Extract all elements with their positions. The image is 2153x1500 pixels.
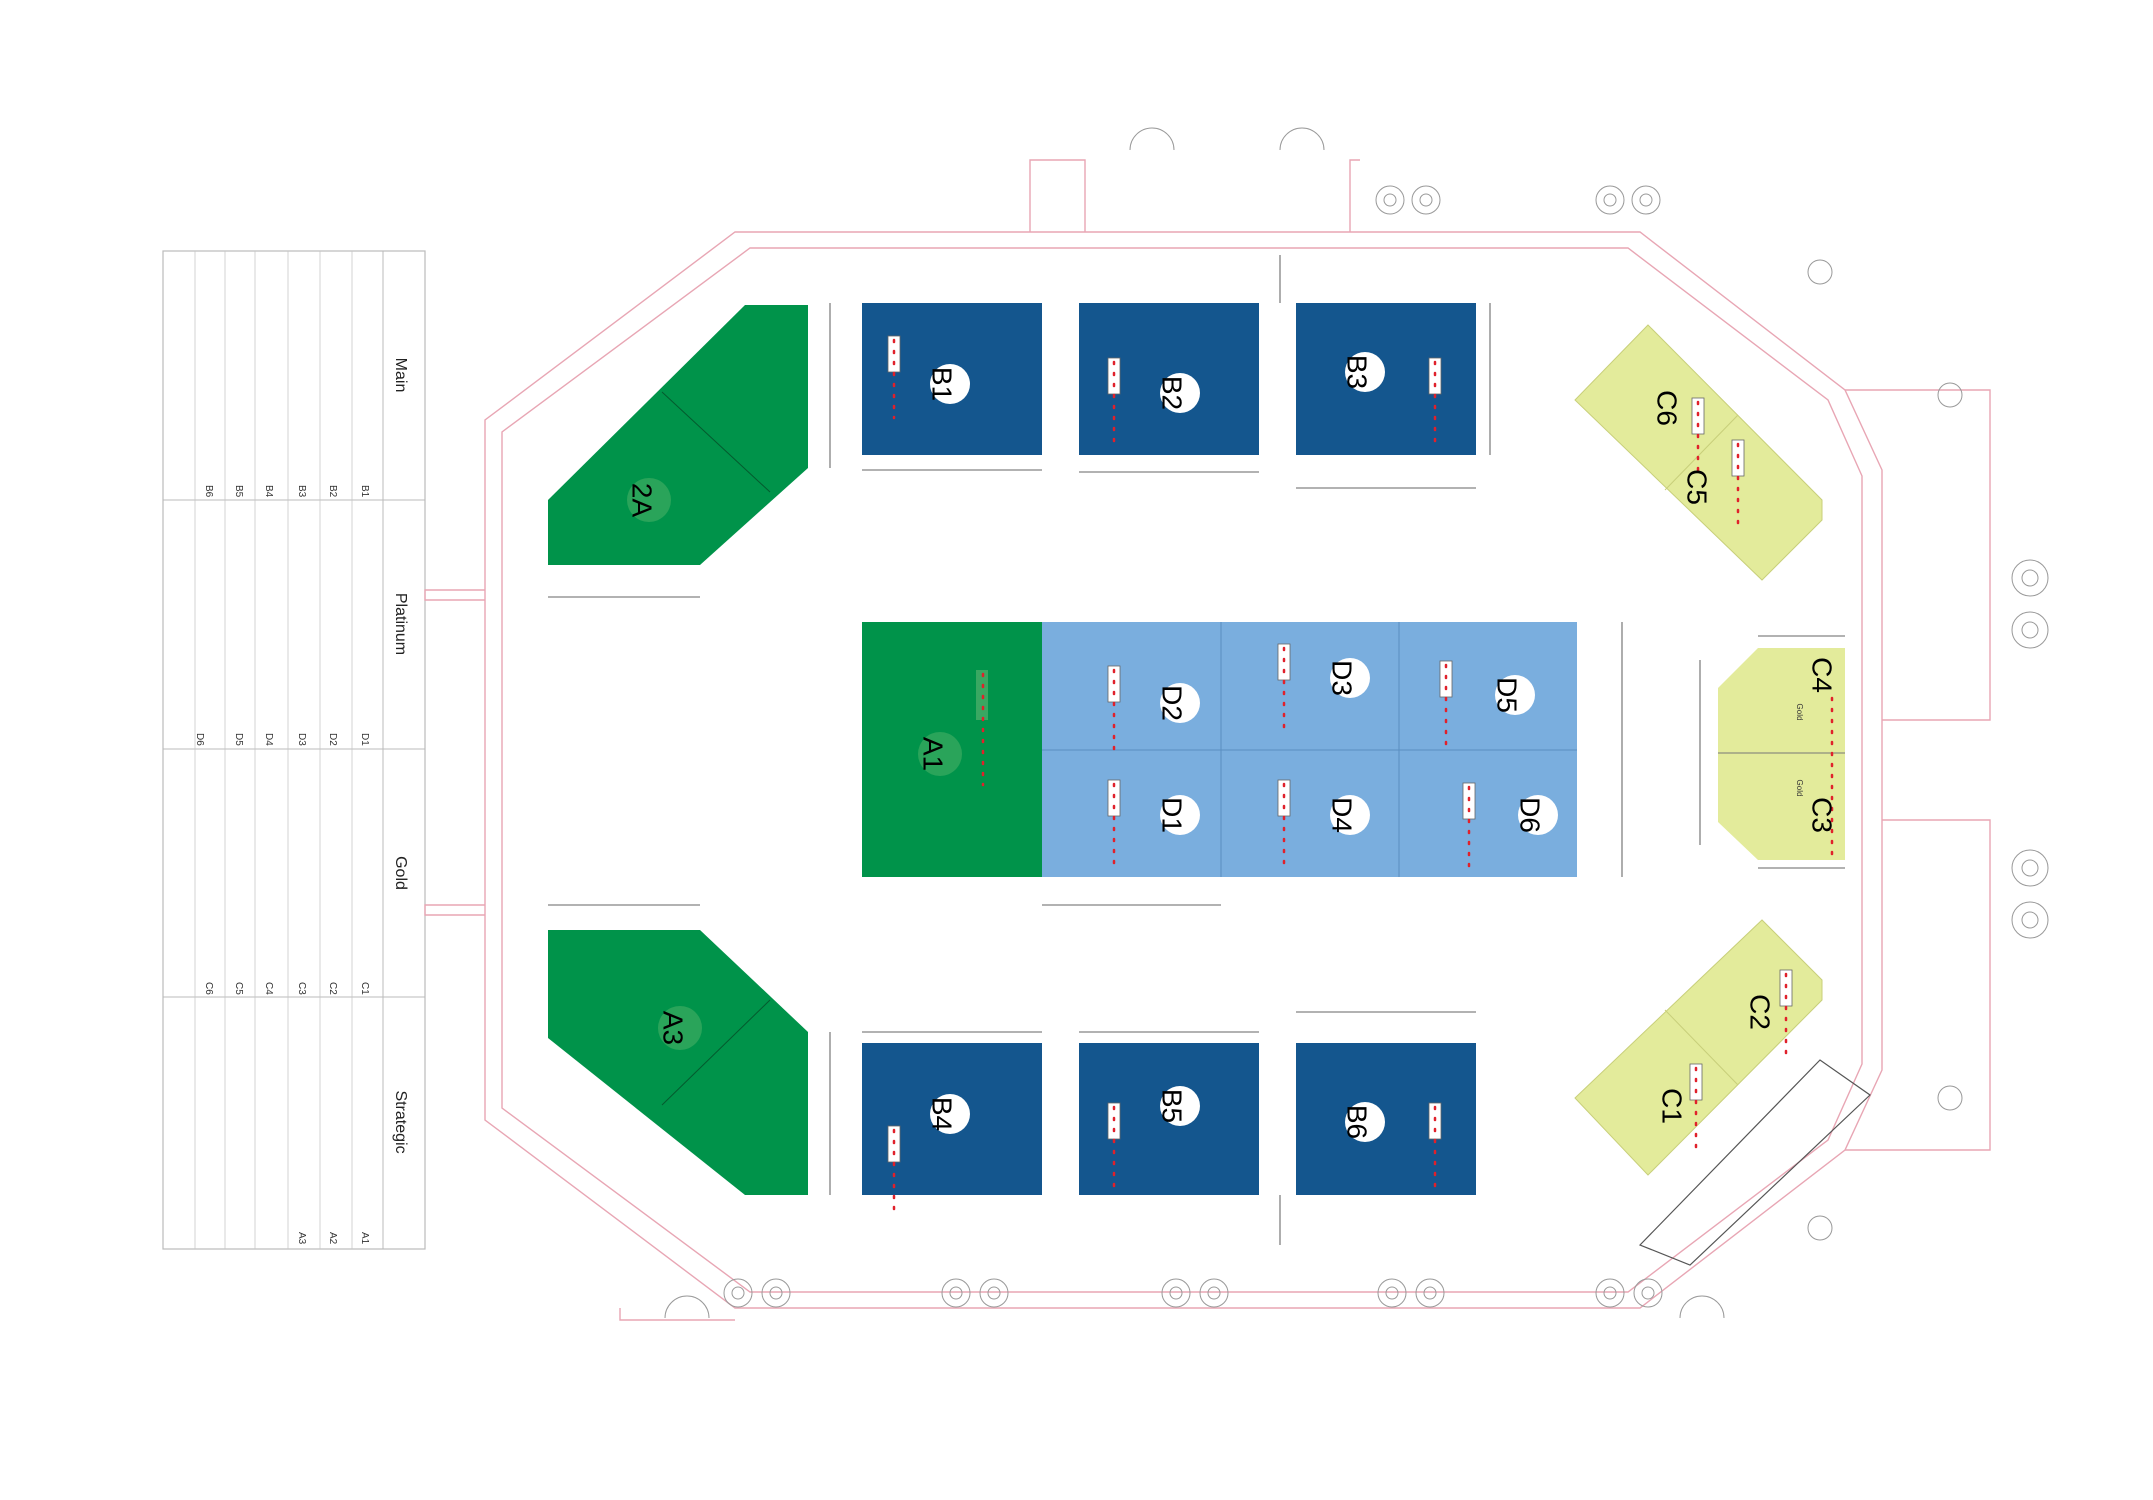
legend-code: C6 bbox=[203, 982, 214, 995]
booth-label-B5: B5 bbox=[1157, 1089, 1188, 1123]
legend-code: A3 bbox=[296, 1232, 307, 1245]
booth-label-C5: C5 bbox=[1682, 469, 1713, 505]
booth-C2-C1[interactable] bbox=[1574, 919, 1823, 1176]
booth-label: A1 bbox=[918, 737, 949, 771]
booth-label-C1: C1 bbox=[1657, 1088, 1688, 1124]
pillar-markers bbox=[664, 127, 2049, 1319]
legend-code: D6 bbox=[194, 733, 205, 746]
legend-title-main: Main bbox=[392, 358, 409, 393]
gold-inner-label: Gold bbox=[1795, 780, 1804, 797]
platinum-block bbox=[1042, 622, 1577, 877]
legend-title-platinum: Platinum bbox=[392, 593, 409, 655]
booth-C4-C3[interactable] bbox=[1718, 648, 1845, 860]
booth-label-D2: D2 bbox=[1157, 685, 1188, 721]
legend-code: D3 bbox=[296, 733, 307, 746]
building-outline bbox=[424, 159, 1991, 1321]
legend-code: D2 bbox=[327, 733, 338, 746]
booth-C6-C5[interactable] bbox=[1574, 324, 1823, 581]
booth-labels: B1 B2 B3 B4 B5 B6 D2 D3 D5 D1 D4 D6 C6 C… bbox=[927, 352, 1838, 1142]
legend-code: C1 bbox=[359, 982, 370, 995]
booth-label-C6: C6 bbox=[1652, 390, 1683, 426]
booth-label-C3: C3 bbox=[1807, 797, 1838, 833]
booth-label-B1: B1 bbox=[927, 367, 958, 401]
legend-code: B5 bbox=[233, 485, 244, 498]
legend-code: A2 bbox=[327, 1232, 338, 1245]
booth-label-C2: C2 bbox=[1745, 994, 1776, 1030]
booth-B3[interactable] bbox=[1296, 303, 1476, 455]
booth-label-B6: B6 bbox=[1342, 1105, 1373, 1139]
legend-code: B4 bbox=[263, 485, 274, 498]
legend-code: D5 bbox=[233, 733, 244, 746]
power-markers bbox=[887, 335, 1834, 1217]
booth-label-B3: B3 bbox=[1342, 355, 1373, 389]
legend-table: Main Platinum Gold Strategic B1 B2 B3 B4… bbox=[162, 250, 426, 1250]
legend-code: B6 bbox=[203, 485, 214, 498]
legend-code: B1 bbox=[359, 485, 370, 498]
booth-label-D5: D5 bbox=[1492, 677, 1523, 713]
gold-inner-label: Gold bbox=[1795, 704, 1804, 721]
legend-title-gold: Gold bbox=[392, 856, 409, 890]
booth-label: A3 bbox=[658, 1011, 689, 1045]
booth-label-B4: B4 bbox=[927, 1097, 958, 1131]
booth-A3[interactable]: A3 bbox=[548, 930, 808, 1195]
booth-A1[interactable]: A1 bbox=[862, 622, 1042, 877]
booth-label-D6: D6 bbox=[1515, 797, 1546, 833]
legend-code: C2 bbox=[327, 982, 338, 995]
booth-label-D1: D1 bbox=[1157, 797, 1188, 833]
booth-label-C4: C4 bbox=[1807, 657, 1838, 693]
legend-frame bbox=[162, 250, 426, 1250]
booth-label-B2: B2 bbox=[1157, 376, 1188, 410]
legend-title-strategic: Strategic bbox=[392, 1090, 409, 1153]
legend-code: A1 bbox=[359, 1232, 370, 1245]
legend-code: D1 bbox=[359, 733, 370, 746]
booth-label-D4: D4 bbox=[1327, 797, 1358, 833]
legend-code: D4 bbox=[263, 733, 274, 746]
booth-label-D3: D3 bbox=[1327, 660, 1358, 696]
booth-label: 2A bbox=[627, 483, 658, 518]
dimension-lines bbox=[548, 255, 1845, 1245]
booth-2A[interactable]: 2A bbox=[548, 305, 808, 565]
booth-B6[interactable] bbox=[1296, 1043, 1476, 1195]
legend-code: C5 bbox=[233, 982, 244, 995]
legend-code: C4 bbox=[263, 982, 274, 995]
legend-code: C3 bbox=[296, 982, 307, 995]
legend-code: B3 bbox=[296, 485, 307, 498]
legend-code: B2 bbox=[327, 485, 338, 498]
